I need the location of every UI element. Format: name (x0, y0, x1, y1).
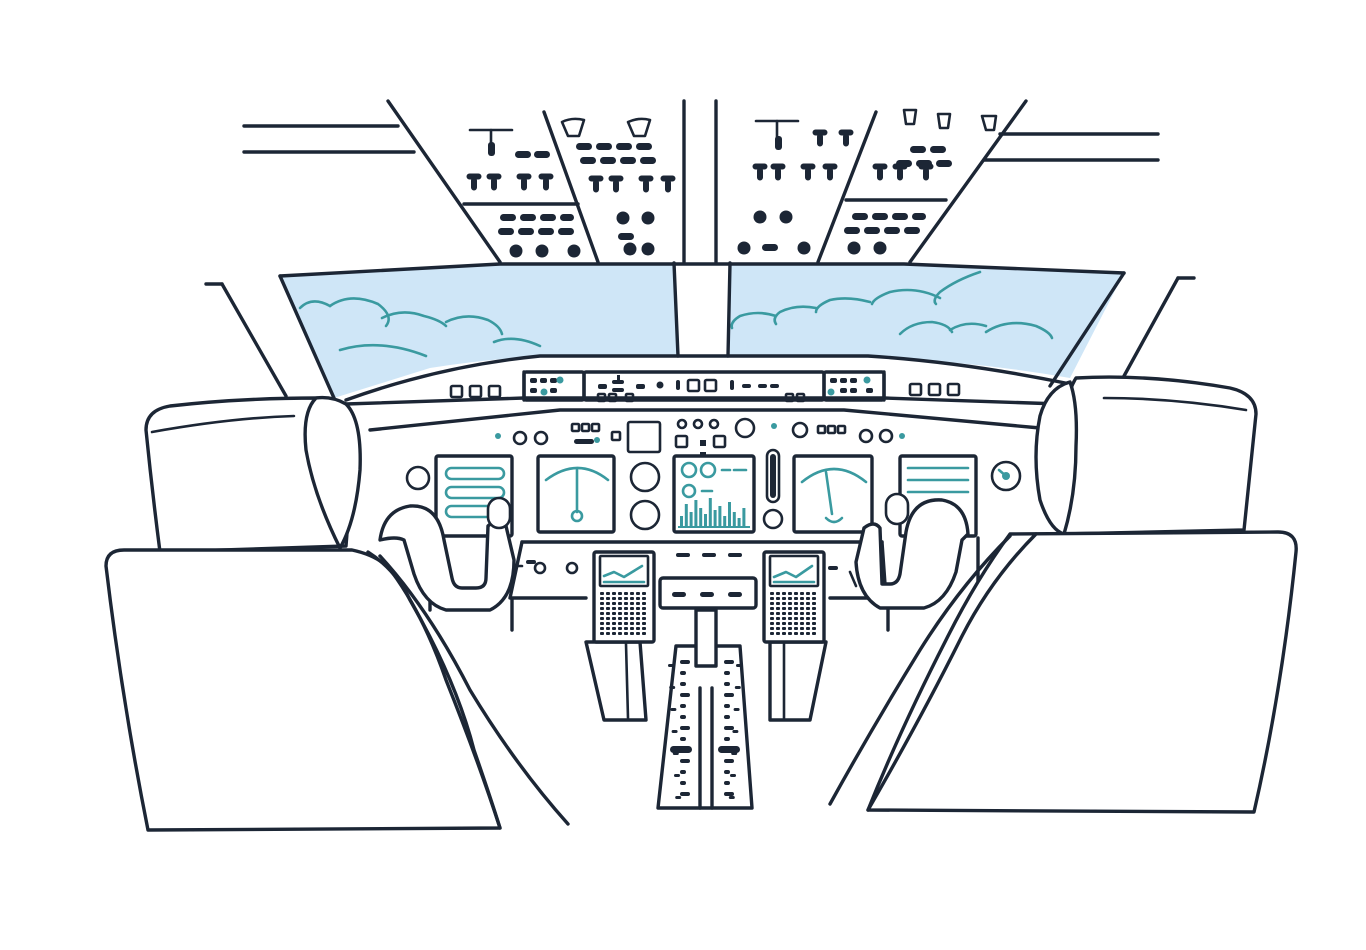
center-display (672, 454, 756, 534)
left-seat (104, 395, 570, 832)
right-yoke (854, 492, 970, 610)
left-gauge (536, 454, 616, 534)
left-yoke (378, 496, 516, 612)
right-seat (828, 375, 1298, 814)
glareshield (344, 370, 1062, 432)
center-pedestal (584, 550, 828, 810)
overhead-panel (242, 99, 1160, 264)
cloud-left (298, 297, 542, 358)
right-cdu (762, 550, 828, 722)
cloud-right (730, 270, 1054, 340)
left-cdu (584, 550, 656, 722)
windshield (204, 261, 1196, 402)
right-gauge (792, 454, 874, 534)
